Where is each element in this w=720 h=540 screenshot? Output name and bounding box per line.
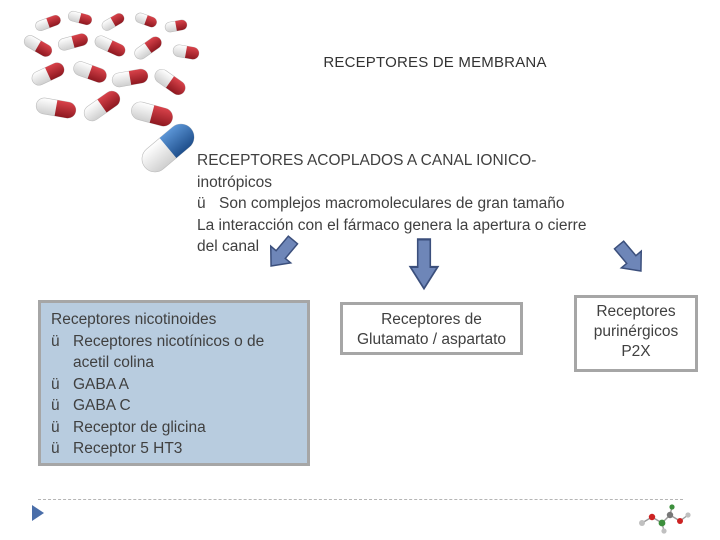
list-item-text: GABA A xyxy=(73,375,130,393)
check-icon: ü xyxy=(51,332,60,350)
pill-capsule xyxy=(35,97,77,119)
pill-capsule xyxy=(131,101,173,127)
pill-capsule xyxy=(135,12,157,28)
pill-capsule xyxy=(83,90,121,122)
description-line-2: inotrópicos xyxy=(197,173,272,191)
molecule-icon xyxy=(639,504,691,534)
play-arrow-icon[interactable] xyxy=(32,505,44,521)
slide-title: RECEPTORES DE MEMBRANA xyxy=(323,54,547,71)
pill-capsule xyxy=(141,123,195,173)
list-item-text: GABA C xyxy=(73,397,131,414)
check-icon: ü xyxy=(51,375,60,393)
purinergic-box-line-1: Receptores xyxy=(596,303,676,320)
footer-divider xyxy=(38,499,683,500)
pill-capsule xyxy=(35,14,61,32)
description-text: RECEPTORES ACOPLADOS A CANAL IONICO- ino… xyxy=(197,150,667,258)
description-line-3: Son complejos macromoleculares de gran t… xyxy=(219,195,565,212)
description-line-1: RECEPTORES ACOPLADOS A CANAL IONICO- xyxy=(197,152,537,169)
description-line-4: La interacción con el fármaco genera la … xyxy=(197,216,587,234)
description-bullet-line: ü Son complejos macromoleculares de gran … xyxy=(197,193,667,215)
list-item-text: Receptores nicotínicos o de acetil colin… xyxy=(73,332,265,372)
check-icon: ü xyxy=(51,418,60,436)
list-item: ü Receptor de glicina xyxy=(51,417,299,439)
pill-capsule xyxy=(111,68,149,88)
check-icon: ü xyxy=(51,440,60,457)
pill-capsule xyxy=(67,10,93,26)
pill-capsule xyxy=(73,61,107,83)
nicotinoid-box-heading: Receptores nicotinoides xyxy=(51,311,217,328)
purinergic-box-line-3: P2X xyxy=(621,343,651,360)
purinergic-receptors-box: Receptores purinérgicos P2X xyxy=(574,295,698,372)
list-item-text: Receptor 5 HT3 xyxy=(73,440,183,457)
glutamate-box-line-2: Glutamato / aspartato xyxy=(356,331,507,348)
pill-capsule xyxy=(101,13,125,31)
list-item: ü GABA C xyxy=(51,395,299,417)
glutamate-receptors-box: Receptores de Glutamato / aspartato xyxy=(340,302,523,355)
pill-capsule xyxy=(31,62,65,86)
pill-capsule xyxy=(58,33,88,51)
description-line-5: del canal xyxy=(197,238,260,255)
nicotinoid-receptors-box: Receptores nicotinoides ü Receptores nico… xyxy=(38,300,310,466)
pill-capsule xyxy=(154,68,186,96)
check-icon: ü xyxy=(197,195,206,212)
list-item: ü Receptores nicotínicos o de acetil coli… xyxy=(51,331,299,374)
list-item-text: Receptor de glicina xyxy=(73,418,206,436)
list-item: ü Receptor 5 HT3 xyxy=(51,438,299,460)
check-icon: ü xyxy=(51,397,60,414)
pills-image xyxy=(23,10,200,173)
pill-capsule xyxy=(23,35,53,57)
pill-capsule xyxy=(172,44,200,60)
list-item: ü GABA A xyxy=(51,374,299,396)
glutamate-box-line-1: Receptores de xyxy=(381,311,482,328)
pill-capsule xyxy=(94,35,126,57)
purinergic-box-line-2: purinérgicos xyxy=(593,323,679,340)
pill-capsule xyxy=(134,36,162,60)
pill-capsule xyxy=(164,19,188,33)
